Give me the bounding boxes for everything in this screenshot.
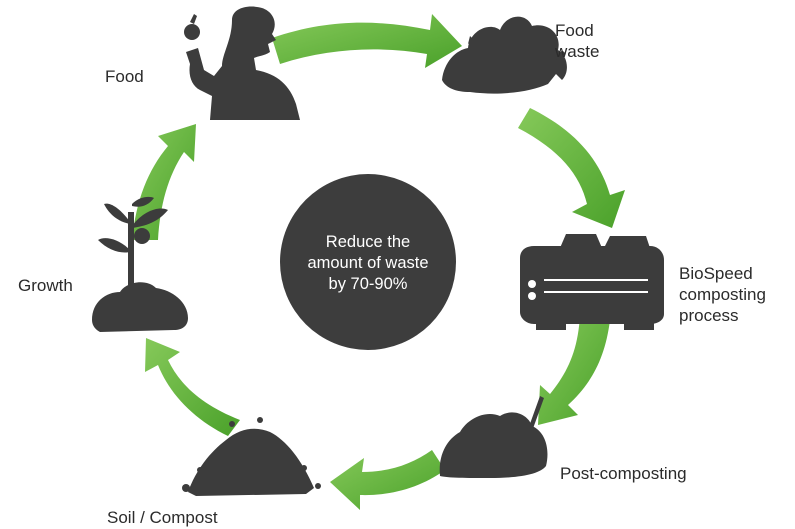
label-food-waste-line-1: Food (555, 21, 594, 40)
label-biospeed-line-3: process (679, 306, 739, 325)
arrow-soil-to-growth (145, 338, 240, 436)
label-post-composting: Post-composting (560, 463, 687, 484)
label-biospeed: BioSpeed composting process (679, 263, 766, 326)
label-soil-compost: Soil / Compost (107, 507, 218, 528)
label-food-waste-line-2: waste (555, 42, 600, 61)
cycle-arrows (132, 14, 625, 510)
compost-mound-icon (439, 396, 548, 478)
arrow-waste-to-biospeed (518, 108, 625, 228)
plant-growth-icon (92, 196, 188, 332)
label-post-composting-line-1: Post-composting (560, 464, 687, 483)
label-food: Food (105, 66, 144, 87)
center-message: Reduce the amount of waste by 70-90% (289, 232, 447, 295)
center-line-3: by 70-90% (328, 275, 408, 293)
center-circle (280, 174, 456, 350)
center-line-1: Reduce the (325, 233, 411, 251)
fruit-icon (134, 228, 150, 244)
label-soil-compost-line-1: Soil / Compost (107, 508, 218, 527)
person-eating-icon (184, 6, 300, 120)
composting-machine-icon (520, 234, 664, 330)
arrow-post-to-soil (330, 450, 445, 510)
label-growth: Growth (18, 275, 73, 296)
label-food-waste: Food waste (555, 20, 599, 62)
arrow-growth-to-food (132, 124, 196, 240)
arrow-food-to-waste (272, 14, 462, 68)
soil-pile-icon (182, 417, 321, 496)
apple-icon (184, 24, 200, 40)
center-line-2: amount of waste (307, 254, 429, 272)
label-biospeed-line-2: composting (679, 285, 766, 304)
label-food-line-1: Food (105, 67, 144, 86)
arrow-biospeed-to-post (538, 315, 610, 425)
food-waste-icon (442, 16, 567, 94)
label-growth-line-1: Growth (18, 276, 73, 295)
label-biospeed-line-1: BioSpeed (679, 264, 753, 283)
